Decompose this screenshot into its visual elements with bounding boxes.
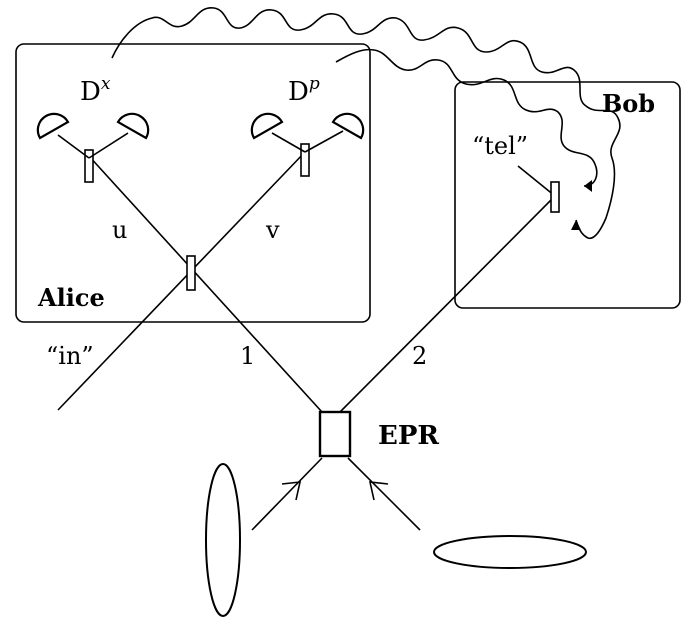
beam-input-and-v	[57, 151, 306, 411]
dx-left-detector-arm	[57, 134, 90, 159]
beam-u-label: u	[112, 216, 127, 244]
beam-1-label: 1	[240, 342, 255, 370]
bob-box	[454, 81, 681, 309]
classical-wire-branch	[335, 48, 598, 187]
dp-left-detector-arm	[271, 132, 306, 153]
alice-label: Alice	[37, 283, 105, 312]
alice-box	[15, 43, 371, 323]
epr-source-box	[318, 410, 352, 458]
bob-label: Bob	[602, 89, 655, 118]
beam-2	[339, 195, 556, 413]
squeezed-state-ellipse-vertical	[205, 463, 241, 617]
epr-label: EPR	[378, 421, 439, 451]
bob-modulator	[550, 181, 560, 213]
alice-dp-beam-splitter	[300, 143, 310, 177]
squeezed-state-ellipse-horizontal	[433, 535, 587, 569]
pump-beam-left	[251, 457, 323, 531]
dx-right-detector-arm	[88, 132, 129, 159]
wire-arrowhead-lower	[571, 220, 581, 230]
beam-v-label: v	[265, 216, 280, 244]
wire-arrowhead-upper	[584, 180, 592, 192]
dx-right-detector-icon	[116, 112, 150, 140]
dx-left-detector-icon	[36, 112, 70, 140]
pump-beam-right	[347, 457, 421, 531]
alice-central-beam-splitter	[186, 255, 196, 291]
alice-dx-beam-splitter	[84, 149, 94, 183]
input-label: “in”	[46, 342, 94, 370]
dp-right-detector-arm	[304, 130, 344, 153]
dp-right-detector-icon	[331, 112, 365, 140]
pump-left-arrow-icon	[281, 481, 302, 501]
detector-dp-label: Dp	[288, 74, 320, 107]
beam-2-label: 2	[412, 342, 427, 370]
pump-right-arrow-icon	[368, 481, 389, 501]
tel-label: “tel”	[472, 132, 528, 160]
bob-tel-output	[517, 165, 556, 197]
detector-dx-label: Dx	[80, 74, 111, 107]
classical-communication-wire	[111, 7, 621, 240]
dp-left-detector-icon	[250, 112, 284, 140]
beam-1-and-u	[87, 154, 323, 413]
